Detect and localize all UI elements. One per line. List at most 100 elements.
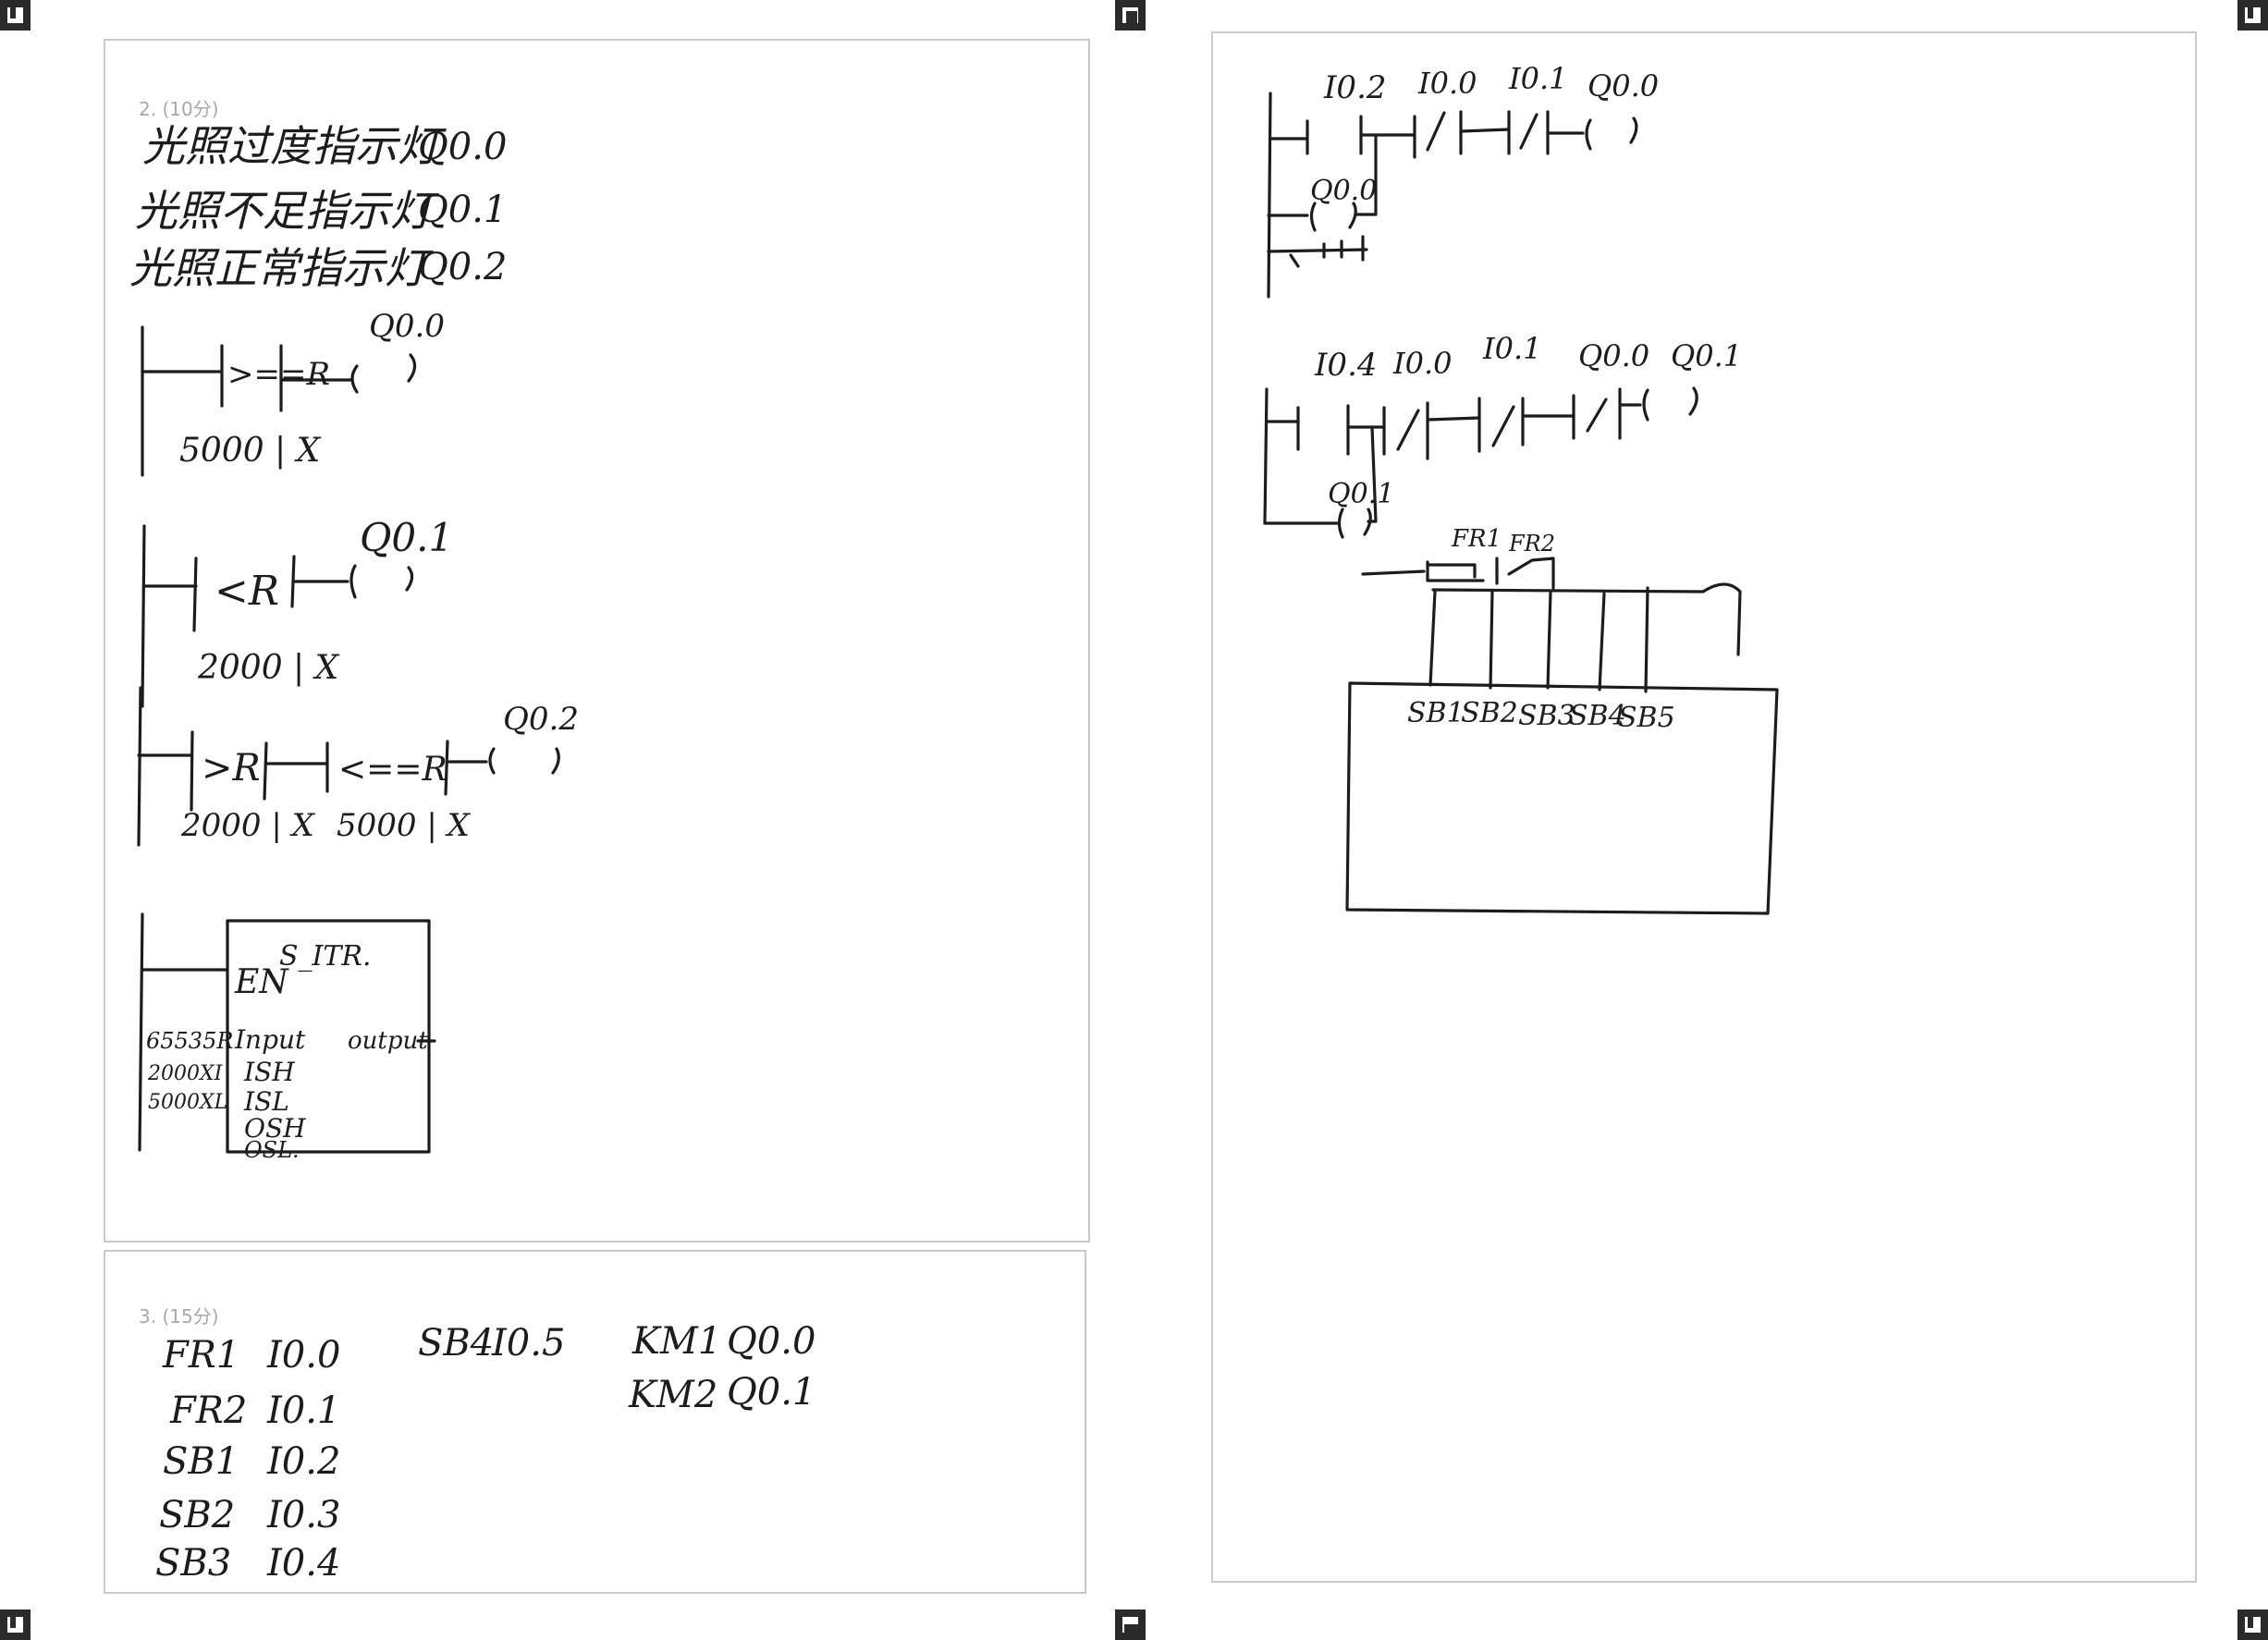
- registration-marker-top-left: [0, 0, 31, 31]
- coil-address-2: Q0.1: [360, 515, 453, 560]
- terminal-label-sb5: SB5: [1618, 702, 1675, 734]
- contact-left-bar: [190, 730, 194, 812]
- power-rail: [1267, 92, 1272, 299]
- function-block-box: [226, 919, 431, 1154]
- branch-wire: [1267, 248, 1368, 253]
- latch-return-wire: [1367, 425, 1378, 523]
- coil-left: [1585, 118, 1592, 151]
- assignment-name-2: 光照正常指示灯: [129, 243, 434, 293]
- terminal-wire-sb5: [1644, 586, 1649, 693]
- compare-op-2: <R: [215, 568, 279, 615]
- contact-label-i0-2: I0.2: [1323, 69, 1387, 106]
- contact-label-q0-0: Q0.0: [1578, 338, 1649, 373]
- ladder-rung-2: <R Q0.1 2000 | X: [141, 515, 453, 708]
- question-2-card: 2. (10分) 光照过度指示灯 Q0.0 光照不足指示灯 Q0.1 光照正常指…: [104, 39, 1090, 1242]
- registration-marker-top-center: [1115, 0, 1146, 31]
- assignment-address-2: Q0.2: [418, 246, 507, 288]
- power-rail: [141, 524, 146, 708]
- coil-address-3: Q0.2: [503, 701, 579, 738]
- question-3-handwriting: FR1 I0.0 FR2 I0.1 SB1 I0.2 SB2 I0.3 SB3 …: [155, 1320, 815, 1585]
- io-out-address-0: Q0.0: [727, 1320, 815, 1363]
- block-isl-pin: ISL: [243, 1086, 289, 1117]
- latch-coil-left: [1337, 508, 1344, 539]
- assignment-list: 光照过度指示灯 Q0.0 光照不足指示灯 Q0.1 光照正常指示灯 Q0.2: [129, 121, 507, 293]
- nc-slash: [1491, 405, 1515, 447]
- terminal-label-sb1: SB1: [1407, 697, 1465, 729]
- io-list-left: FR1 I0.0 FR2 I0.1 SB1 I0.2 SB2 I0.3 SB3 …: [155, 1334, 340, 1585]
- question-3-label: 3. (15分): [139, 1305, 219, 1328]
- question-3-card: 3. (15分) FR1 I0.0 FR2 I0.1 SB1 I0.2 SB2 …: [104, 1250, 1086, 1594]
- contact-label-i0-0b: I0.0: [1392, 346, 1453, 381]
- contact-left-bar: [192, 557, 198, 632]
- assignment-address-0: Q0.0: [418, 126, 507, 168]
- block-en-pin: EN: [234, 963, 289, 1001]
- registration-marker-bottom-left: [0, 1609, 31, 1640]
- io-name-4: SB3: [155, 1542, 231, 1585]
- terminal-label-sb4: SB4: [1569, 700, 1626, 732]
- coil-address-1: Q0.0: [369, 308, 445, 345]
- coil-label-q0-1: Q0.1: [1671, 338, 1742, 373]
- nc-slash: [1426, 111, 1446, 152]
- coil-right: [407, 353, 417, 383]
- io-address-0: I0.0: [266, 1334, 340, 1377]
- io-address-2: I0.2: [266, 1440, 340, 1483]
- assignment-name-0: 光照过度指示灯: [142, 121, 447, 171]
- wiring-label-fr2: FR2: [1508, 531, 1555, 557]
- block-name: S_ITR.: [279, 940, 372, 973]
- ladder-rung-3: >R <==R Q0.2 2000 | X 5000 | X: [137, 686, 579, 847]
- io-mid-name-0: SB4: [418, 1322, 494, 1365]
- latch-return-wire: [1354, 133, 1378, 216]
- block-output-pin: output: [348, 1027, 428, 1055]
- terminal-label-sb3: SB3: [1518, 700, 1575, 732]
- coil-left: [488, 747, 496, 775]
- plc-module-box: [1345, 681, 1779, 915]
- compare-operand-2: 2000 | X: [197, 649, 340, 687]
- rung-wire: [1459, 128, 1511, 133]
- terminal-wire-sb3: [1546, 590, 1552, 690]
- registration-marker-bottom-center: [1115, 1609, 1146, 1640]
- io-name-2: SB1: [163, 1440, 239, 1483]
- branch-tick: [1289, 253, 1300, 268]
- common-bus: [1431, 582, 1742, 656]
- block-osh-pin: OSH: [244, 1113, 306, 1144]
- io-out-name-1: KM2: [628, 1374, 717, 1416]
- ladder-rung-1: >==R Q0.0 5000 | X: [141, 308, 445, 477]
- coil-right: [551, 747, 560, 775]
- compare-operand-3b: 5000 | X: [337, 807, 472, 844]
- latch-label-q0-0: Q0.0: [1310, 175, 1377, 207]
- coil-left: [1642, 388, 1649, 422]
- block-param-ish: 2000XI: [147, 1062, 224, 1085]
- coil-right: [1629, 116, 1638, 144]
- compare-operand-1: 5000 | X: [179, 432, 322, 470]
- contact-right-bar: [444, 740, 449, 796]
- coil-label-q0-0: Q0.0: [1588, 68, 1659, 104]
- io-address-4: I0.4: [266, 1542, 340, 1585]
- answer-page-right: I0.2 I0.0 I0.1 Q0.0 Q0.0: [1211, 31, 2197, 1583]
- rung-wire: [1426, 416, 1481, 422]
- wiring-diagram: FR1 FR2 SB1 SB2 SB3 SB4 SB5: [1345, 525, 1779, 915]
- io-name-3: SB2: [159, 1494, 235, 1536]
- supply-wire: [1361, 569, 1426, 576]
- terminal-wire-sb2: [1489, 590, 1494, 690]
- block-param-isl: 5000XL: [148, 1091, 227, 1114]
- question-2-handwriting: 光照过度指示灯 Q0.0 光照不足指示灯 Q0.1 光照正常指示灯 Q0.2 >…: [129, 121, 579, 1163]
- io-list-right: KM1 Q0.0 KM2 Q0.1: [628, 1320, 815, 1416]
- io-name-0: FR1: [162, 1334, 239, 1377]
- io-address-1: I0.1: [266, 1389, 340, 1432]
- power-rail: [137, 686, 142, 847]
- wiring-label-fr1: FR1: [1451, 525, 1502, 553]
- terminal-wire-sb1: [1428, 590, 1437, 687]
- contact-right-bar: [263, 741, 268, 801]
- power-rail: [1263, 387, 1269, 525]
- registration-marker-bottom-right: [2237, 1609, 2268, 1640]
- fr1-contact: [1426, 560, 1485, 582]
- coil-right: [405, 566, 414, 592]
- block-osl-pin: OSL.: [244, 1137, 300, 1163]
- block-param-input: 65535R: [146, 1028, 233, 1054]
- nc-slash: [1586, 398, 1608, 433]
- block-ish-pin: ISH: [243, 1057, 295, 1087]
- registration-marker-top-right: [2237, 0, 2268, 31]
- fr2-contact: [1507, 557, 1555, 590]
- nc-slash: [1519, 113, 1539, 150]
- fr1-contact-top: [1426, 563, 1477, 579]
